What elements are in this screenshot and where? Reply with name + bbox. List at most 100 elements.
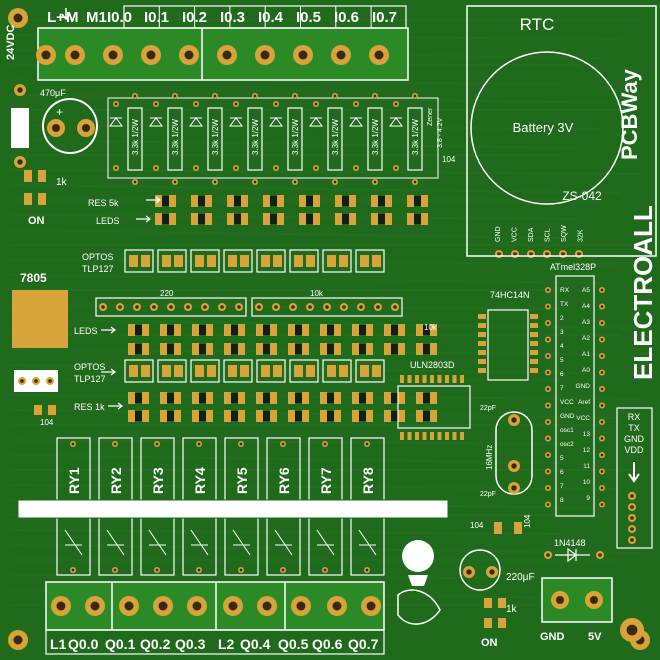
optocoupler-outline	[190, 249, 220, 273]
label-on_b: ON	[481, 637, 498, 649]
smd-pad	[192, 410, 199, 422]
label-gnd: GND	[540, 631, 565, 643]
resistor-outline	[287, 107, 303, 171]
mcu-pad-hole	[600, 453, 604, 457]
smd-pad	[224, 343, 231, 355]
smd-body	[327, 393, 334, 403]
top-terminal-screw-hole	[41, 50, 51, 60]
mcu-pad-hole	[546, 321, 550, 325]
smd-pad	[422, 432, 427, 440]
label-reg: 7805	[20, 271, 47, 285]
relay-switch-icon	[106, 529, 125, 556]
bottom-terminal-label: L1	[50, 636, 67, 652]
smd-pad	[478, 332, 486, 337]
capacitor-pad-hole	[51, 123, 61, 133]
smd-pad	[24, 170, 32, 182]
top-terminal-label: I0.7	[372, 9, 397, 26]
mcu-pad-hole	[600, 321, 604, 325]
resistor-outline	[367, 107, 383, 171]
optocoupler-outline	[355, 249, 385, 273]
smd-pad	[160, 343, 167, 355]
smd-pad	[277, 213, 284, 225]
mcu-pad-hole	[546, 288, 550, 292]
smd-pad	[327, 255, 336, 267]
smd-body	[391, 393, 398, 403]
smd-pad	[384, 343, 391, 355]
label-zener_b: 3.8 - 4.2V	[437, 117, 444, 148]
smd-pad	[174, 392, 181, 404]
smd-pad	[384, 392, 391, 404]
mcu-pad-hole	[600, 387, 604, 391]
resistor-pad-hole	[413, 180, 417, 184]
smd-pad	[498, 598, 506, 608]
smd-pad	[288, 392, 295, 404]
resistor-outline	[207, 107, 223, 171]
optocoupler-outline	[256, 359, 286, 383]
zener-diode-icon	[149, 117, 163, 127]
optocoupler-outline	[289, 249, 319, 273]
smd-pad	[191, 195, 198, 207]
label-r10k_a: 10k	[310, 289, 324, 298]
label-optos_b: OPTOS	[74, 362, 105, 372]
smd-pad	[334, 324, 341, 336]
capacitor-polarity: +	[56, 105, 63, 119]
smd-pad	[206, 324, 213, 336]
zener-pad-hole	[154, 102, 158, 106]
electroall-logo-text: ELECTROALL	[628, 205, 658, 380]
smd-pad	[142, 410, 149, 422]
top-terminal-screw-hole	[146, 50, 156, 60]
smd-pad	[371, 213, 378, 225]
smd-pad	[498, 618, 506, 628]
smd-body	[391, 411, 398, 421]
top-terminal-label: I0.1	[144, 9, 169, 26]
mcu-left-pin-label: osc2	[560, 441, 574, 448]
mcu-right-pin-label: VCC	[576, 415, 590, 422]
trace	[9, 454, 561, 464]
smd-pad	[162, 365, 171, 377]
mcu-right-pin-label: Aref	[578, 399, 590, 406]
bottom-terminal-label: Q0.0	[68, 636, 99, 652]
resistor-pad-hole	[173, 180, 177, 184]
header-pad-hole	[393, 305, 397, 309]
smd-pad	[398, 392, 405, 404]
smd-pad	[398, 343, 405, 355]
smd-pad	[294, 365, 303, 377]
bottom-terminal-screw-hole	[192, 601, 202, 611]
ground-arrow-icon	[61, 8, 71, 21]
smd-body	[234, 196, 241, 206]
smd-body	[199, 411, 206, 421]
mcu-right-pin-label: 9	[586, 495, 590, 502]
smd-pad	[530, 350, 538, 355]
trace	[9, 229, 561, 239]
smd-pad	[349, 195, 356, 207]
smd-pad	[385, 213, 392, 225]
smd-pad	[128, 392, 135, 404]
smd-pad	[400, 375, 404, 383]
rtc-pin-pad-hole	[577, 252, 581, 256]
smd-pad	[141, 365, 150, 377]
top-terminal-label: M	[66, 9, 79, 26]
bottom-terminal-label: Q0.5	[278, 636, 309, 652]
input-terminal-block	[36, 5, 409, 81]
smd-pad	[129, 365, 138, 377]
resistor-pad-hole	[293, 94, 297, 98]
mcu-pad-hole	[600, 420, 604, 424]
zener-pad-hole	[394, 102, 398, 106]
smd-body	[234, 214, 241, 224]
resistor-pad-hole	[293, 180, 297, 184]
optocoupler-rows	[95, 249, 403, 383]
mcu-left-pin-label: 3	[560, 329, 564, 336]
smd-pad	[306, 365, 315, 377]
zener-diode-icon	[269, 117, 283, 127]
rtc-battery-label: Battery 3V	[513, 120, 574, 135]
smd-pad	[302, 343, 309, 355]
bottom-terminal-label: L2	[218, 636, 235, 652]
label-c22a: 22pF	[480, 405, 496, 412]
header-pad-hole	[118, 305, 122, 309]
smd-body	[231, 411, 238, 421]
label-cap220: 220μF	[506, 572, 535, 583]
mcu-right-pin-label: A3	[582, 319, 590, 326]
trace	[9, 214, 581, 220]
